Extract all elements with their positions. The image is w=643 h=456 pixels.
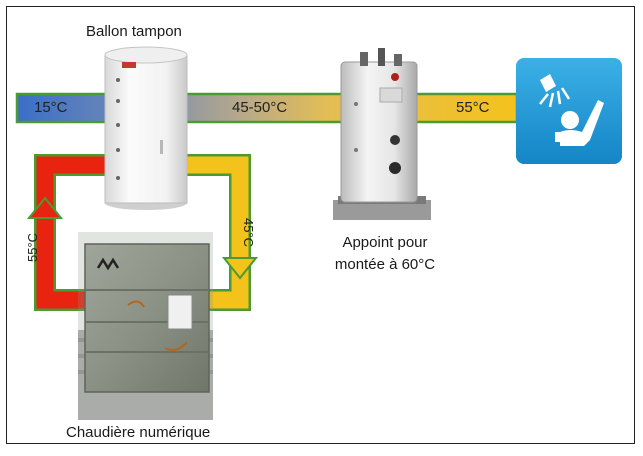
- shower-icon: [539, 74, 571, 108]
- hot-flow-arrow: [26, 196, 64, 219]
- main-pipe: [15, 92, 519, 124]
- cold-flow-arrow: [221, 257, 259, 280]
- brand-logo: [96, 257, 120, 271]
- hot-return-pipe: [26, 154, 110, 311]
- boiler-label: Chaudière numérique: [66, 424, 211, 441]
- outlet-temperature: 55°C: [456, 99, 490, 116]
- digital-boiler: [78, 232, 213, 420]
- shower-tile: [516, 58, 622, 164]
- mid-pipe-temperature: 45-50°C: [232, 99, 288, 116]
- person-icon: [555, 100, 604, 146]
- booster-label: Appoint pour montée à 60°C: [334, 234, 436, 273]
- cold-return-pipe: [180, 154, 259, 311]
- inlet-temperature: 15°C: [34, 99, 68, 116]
- hot-return-temperature: 55°C: [25, 232, 40, 262]
- buffer-tank-label: Ballon tampon: [86, 23, 182, 40]
- buffer-tank: [104, 46, 188, 210]
- booster-heater: [333, 48, 431, 220]
- cold-return-temperature: 45°C: [241, 218, 256, 248]
